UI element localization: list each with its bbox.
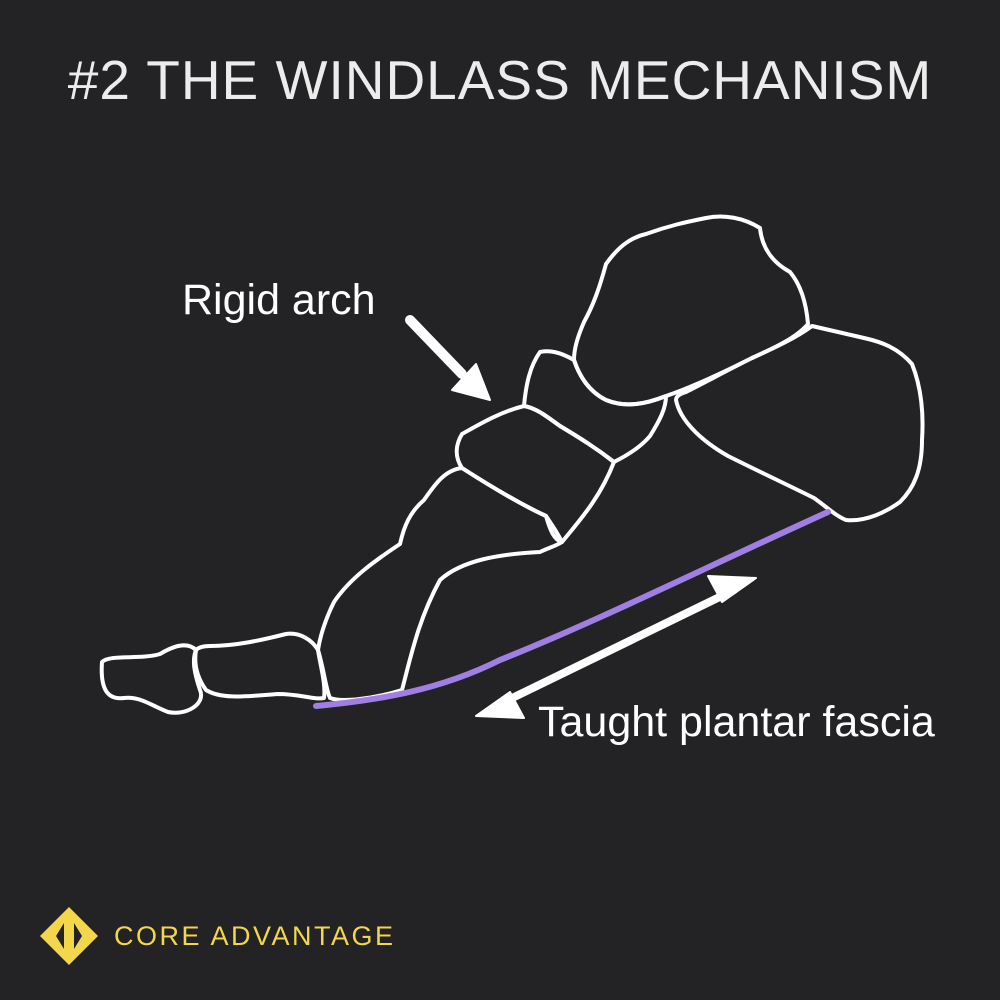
calcaneus-bone: [674, 324, 925, 523]
proximal-phalanx-bone: [193, 631, 327, 701]
brand-logo: CORE ADVANTAGE: [38, 905, 396, 967]
distal-phalanx-bone: [99, 643, 204, 715]
brand-name: CORE ADVANTAGE: [114, 920, 396, 951]
rigid-arch-arrow: [405, 315, 491, 401]
page-title: #2 THE WINDLASS MECHANISM: [67, 49, 933, 111]
first-metatarsal-bone: [316, 466, 564, 702]
navicular-bone: [522, 349, 668, 464]
plantar-fascia-line: [313, 509, 831, 709]
plantar-fascia-label: Taught plantar fascia: [538, 698, 935, 746]
tension-double-arrow: [475, 575, 757, 719]
medial-cuneiform-bone: [454, 404, 616, 544]
core-advantage-diamond-icon: [40, 907, 98, 965]
talus-bone: [572, 214, 810, 407]
rigid-arch-label: Rigid arch: [182, 276, 376, 324]
